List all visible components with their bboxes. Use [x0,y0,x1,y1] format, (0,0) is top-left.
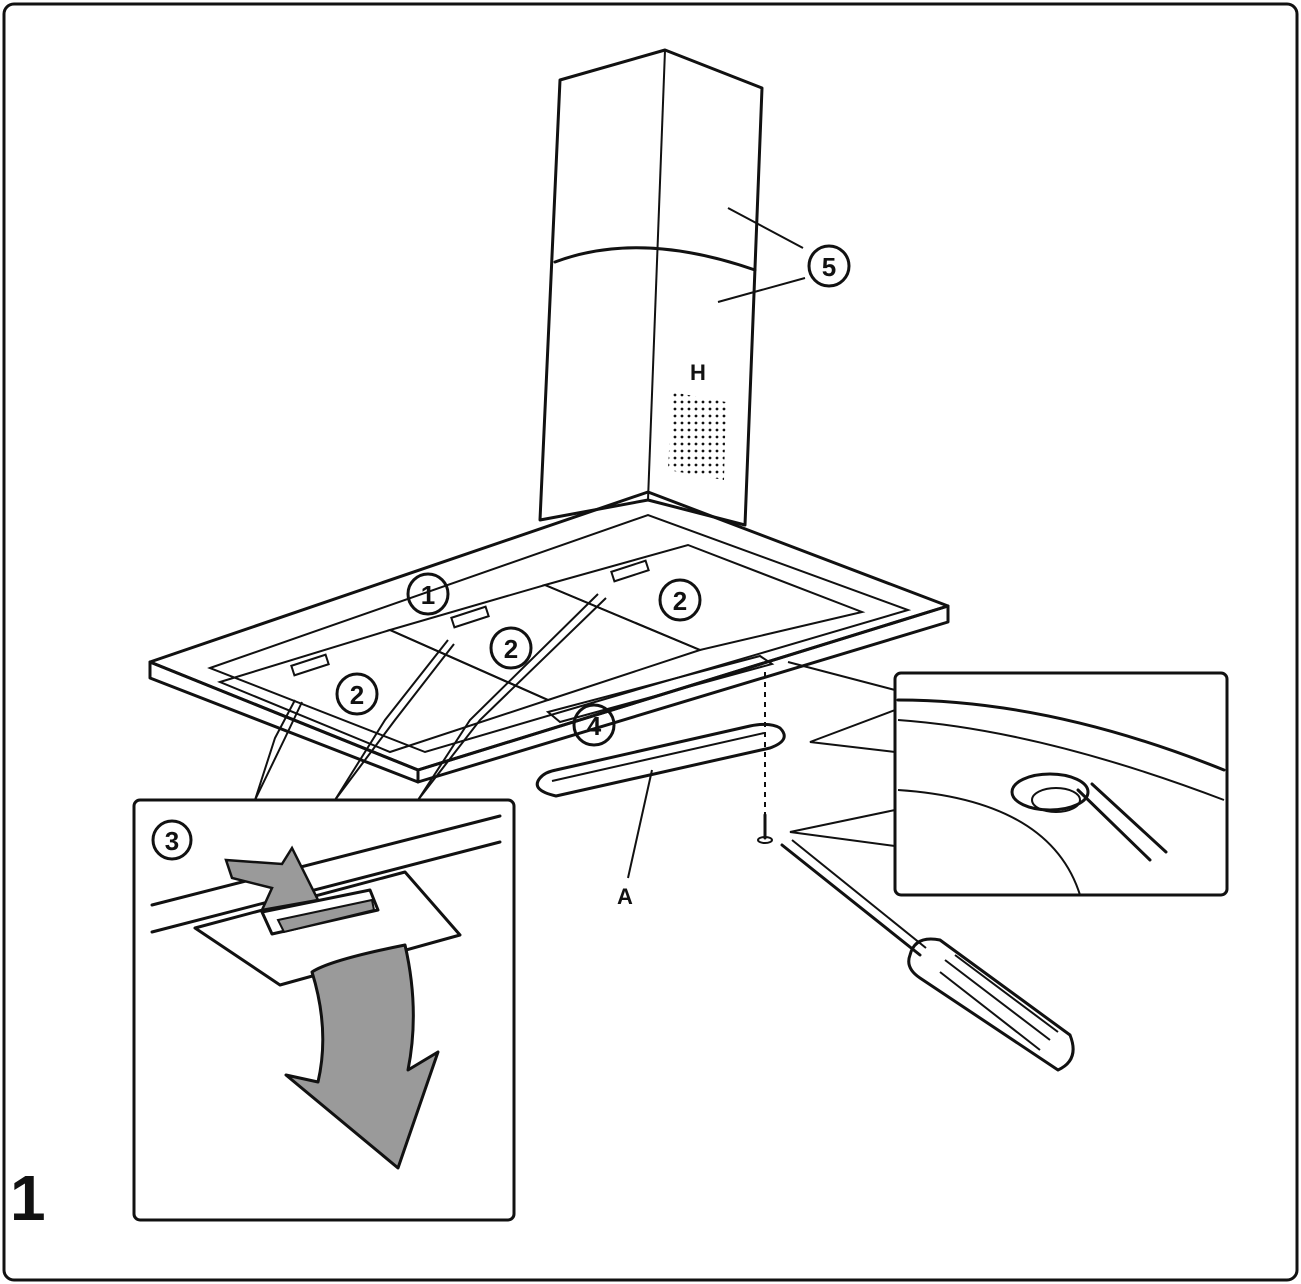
callout-1-number: 1 [421,580,435,610]
chimney [538,48,764,527]
callout-2a-number: 2 [673,586,687,616]
callout-2c-number: 2 [350,680,364,710]
push-arrow-icon [224,845,320,912]
callout-light-unit: 4 [572,703,616,747]
light-cover: A [535,722,786,909]
hood-canopy [148,490,950,784]
callout-hood-body: 1 [406,572,450,616]
callout-2b-number: 2 [504,634,518,664]
zoom-wedges [787,661,896,847]
screwdriver-icon [780,839,1075,1072]
inset-screw-detail [893,671,1229,897]
vent-grille [668,392,726,480]
screw-icon [757,672,773,844]
label-light-cover: A [617,884,633,909]
callout-5-number: 5 [822,252,836,282]
light-unit [545,654,775,724]
grease-filter-right [541,543,866,652]
callout-3-number: 3 [165,826,179,856]
callout-4-number: 4 [587,711,602,741]
inset-filter-release: 3 [132,798,516,1222]
callout-grease-filter: 2 2 2 [335,578,702,716]
callout-chimney: 5 [717,207,851,303]
grease-filter-mid [387,583,703,702]
label-vent-grille: H [690,360,706,385]
figure-number: 1 [10,1162,46,1234]
inset-leaders [254,593,607,801]
down-arrow-icon [284,943,440,1170]
